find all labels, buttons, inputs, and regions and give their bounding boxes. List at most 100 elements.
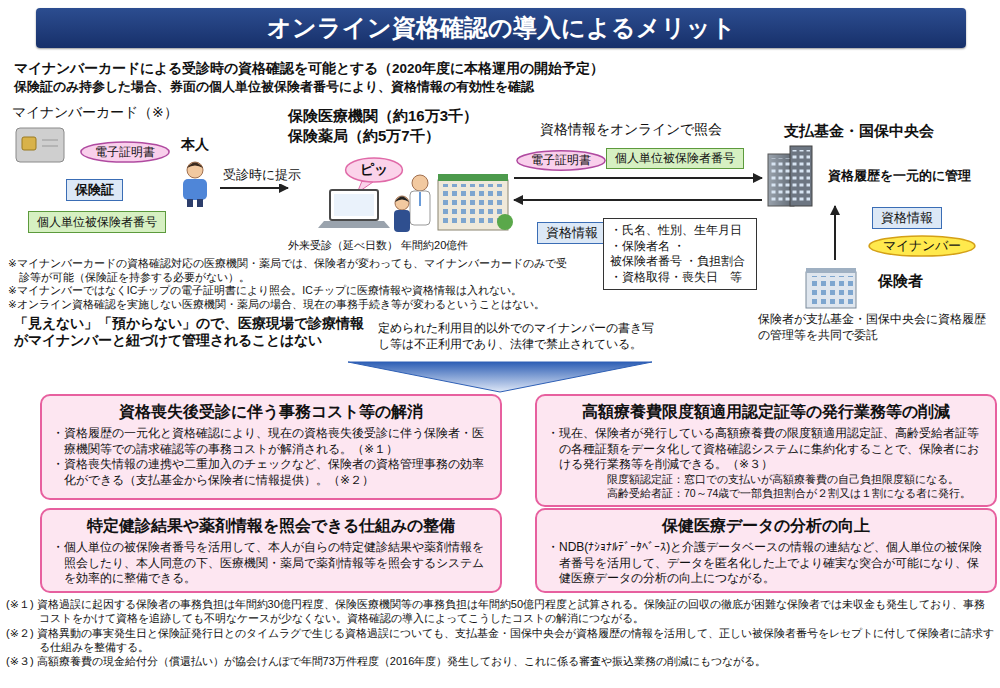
oval-shape [346, 158, 403, 182]
icon-node: 保険医療機関（約16万3千） 保険薬局（約5万7千） 外来受診（延べ日数） 年間約… [288, 106, 514, 256]
tag-box: 個人単位被保険者番号 [606, 148, 744, 169]
staff-icon [419, 192, 421, 206]
insurer-building-icon [806, 268, 856, 308]
tag-box: 資格情報 [537, 222, 607, 244]
node-text: 個人単位被保険者番号 [37, 214, 157, 231]
connector-arrow [220, 187, 288, 189]
hospital-icon [438, 174, 513, 230]
label: マイナンバーカードによる受診時の資格確認を可能とする（2020年度に本格運用の開… [14, 60, 984, 78]
node-subtext: 外来受診（延べ日数） 年間約20億件 [288, 238, 514, 253]
oval-shape [81, 142, 169, 162]
benefit-panel: 保健医療データの分析の向上・NDB(ﾅｼｮﾅﾙﾃﾞｰﾀﾍﾞｰｽ)と介護データベー… [535, 508, 997, 593]
staff-icon [394, 210, 410, 232]
tag-box: 資格情報 [872, 207, 942, 229]
staff-icon [395, 196, 409, 210]
tag-box: 個人単位被保険者番号 [28, 211, 166, 233]
fund-building-icon [792, 150, 810, 202]
note-group: ※マイナンバーカードの資格確認対応の医療機関・薬局では、保険者が変わっても、マイ… [8, 257, 575, 312]
card-icon [16, 128, 64, 162]
edge-label: 受診時に提示 [221, 166, 303, 184]
node-text: 支払基金・国保中央会 [784, 122, 996, 141]
insurer-building-icon [806, 272, 856, 308]
person-icon [183, 179, 207, 200]
staff-icon [412, 175, 428, 191]
title-banner: オンライン資格確認の導入によるメリット [36, 8, 966, 48]
node-text: 「見えない」「預からない」ので、医療現場で診療情報がマイナンバーと紐づけて管理さ… [14, 316, 366, 350]
connector-arrow [834, 206, 836, 260]
note-box: 「見えない」「預からない」ので、医療現場で診療情報がマイナンバーと紐づけて管理さ… [14, 316, 366, 350]
node-text: 個人単位被保険者番号 [615, 150, 735, 167]
person-icon [197, 199, 203, 207]
node-text: 高額療養費限度額適用認定証等の発行業務等の削減 [547, 402, 985, 423]
person-icon [183, 162, 207, 207]
node-text: 保健医療データの分析の向上 [547, 516, 985, 537]
connector-arrow [514, 199, 762, 201]
connector-arrow [514, 177, 762, 179]
node-text: 本人 [170, 136, 220, 154]
fund-building-icon [770, 158, 792, 202]
node-subtext: 高齢受給者証：70～74歳で一部負担割合が２割又は１割になる者に発行。 [607, 487, 985, 501]
note-box: ・氏名、性別、生年月日 ・保険者名 ・被保険者番号 ・負担割合 ・資格取得・喪失… [603, 218, 757, 290]
insurer-building-icon [809, 276, 853, 304]
tag-box: 保険証 [66, 179, 123, 201]
oval-shape [517, 151, 605, 170]
node-subtext: 限度額認定証：窓口での支払いが高額療養費の自己負担限度額になる。 [607, 473, 985, 487]
node-text: 資格喪失後受診に伴う事務コスト等の解消 [52, 402, 490, 423]
fund-building-icon [768, 146, 812, 206]
footnote: (※２) 資格異動の事実発生日と保険証発行日とのタイムラグで生じる資格過誤につい… [6, 626, 994, 655]
note: ※マイナンバーではなくICチップの電子証明書により照会。ICチップに医療情報や資… [8, 284, 575, 298]
card-icon [42, 146, 58, 147]
note: ※マイナンバーカードの資格確認対応の医療機関・薬局では、保険者が変わっても、マイ… [8, 257, 575, 284]
footnote-group: (※１) 資格過誤に起因する保険者の事務負担は年間約30億円程度、保険医療機関等… [6, 597, 994, 668]
node-text: 保険証 [75, 181, 114, 199]
fund-building-icon [768, 154, 794, 206]
label: マイナンバーカード（※） [12, 104, 212, 122]
hospital-icon [438, 174, 508, 181]
label: 定められた利用目的以外でのマイナンバーの書き写し等は不正利用であり、法律で禁止さ… [378, 320, 658, 352]
node-subtext: 資格履歴を一元的に管理 [828, 167, 996, 185]
node-text: マイナンバー [883, 237, 961, 255]
footnote: (※１) 資格過誤に起因する保険者の事務負担は年間約30億円程度、保険医療機関等… [6, 597, 994, 626]
insurer-building-icon [806, 268, 856, 273]
edge-label: 資格情報をオンラインで照会 [538, 121, 724, 139]
node-subtext: ・個人単位の被保険者番号を活用して、本人が自らの特定健診結果や薬剤情報を照会した… [52, 540, 490, 587]
label: 保険証のみ持参した場合、券面の個人単位被保険者番号により、資格情報の有効性を確認 [14, 79, 984, 96]
node-text: 資格情報 [546, 224, 598, 242]
staff-icon [410, 191, 430, 225]
node-text: 電子証明書 [531, 152, 591, 169]
oval-badge: 電子証明書 [80, 141, 170, 163]
hospital-icon [442, 184, 504, 224]
person-icon [187, 163, 203, 169]
person-icon [187, 162, 203, 178]
benefit-panel: 特定健診結果や薬剤情報を照会できる仕組みの整備・個人単位の被保険者番号を活用して… [40, 508, 502, 593]
node-subtext: ・資格喪失情報の連携や二重加入のチェックなど、保険者の資格管理事務の効率化ができ… [52, 457, 490, 489]
card-icon [16, 128, 64, 162]
oval-badge: 電子証明書 [516, 150, 606, 171]
benefit-panel: 資格喪失後受診に伴う事務コスト等の解消・資格履歴の一元化と資格確認により、現在の… [40, 394, 502, 500]
hospital-icon [497, 214, 513, 230]
title-text: オンライン資格確認の導入によるメリット [36, 8, 966, 48]
fund-building-icon [790, 146, 812, 206]
staff-icon [395, 197, 409, 203]
benefit-panel: 高額療養費限度額適用認定証等の発行業務等の削減・現在、保険者が発行している高額療… [535, 394, 997, 507]
icon-node: 支払基金・国保中央会資格履歴を一元的に管理 [762, 118, 996, 206]
note: ※オンライン資格確認を実施しない医療機関・薬局の場合、現在の事務手続き等が変わる… [8, 298, 575, 312]
node-text: 特定健診結果や薬剤情報を照会できる仕組みの整備 [52, 516, 490, 537]
node-text: 保険医療機関（約16万3千） 保険薬局（約5万7千） [288, 106, 514, 147]
card-icon [42, 140, 58, 141]
node-text: ・氏名、性別、生年月日 ・保険者名 ・被保険者番号 ・負担割合 ・資格取得・喪失… [610, 223, 750, 285]
laptop-icon [330, 190, 378, 220]
node-text: ピッ [360, 161, 388, 179]
oval-badge: マイナンバー [868, 235, 976, 257]
node-text: 保険者 [878, 272, 996, 291]
footnote: (※３) 高額療養費の現金給付分（償還払い）が協会けんぽで年間73万件程度（20… [6, 654, 994, 668]
laptop-icon [334, 194, 374, 216]
oval-shape [869, 236, 975, 256]
node-subtext: 保険者が支払基金・国保中央会に資格履歴の管理等を共同で委託 [758, 311, 996, 343]
node-text: 資格情報 [881, 209, 933, 227]
laptop-icon [318, 221, 390, 228]
node-subtext: ・資格履歴の一元化と資格確認により、現在の資格喪失後受診に伴う保険者・医療機関等… [52, 426, 490, 458]
down-arrow [348, 362, 652, 392]
icon-node: 保険者保険者が支払基金・国保中央会に資格履歴の管理等を共同で委託 [758, 260, 996, 352]
